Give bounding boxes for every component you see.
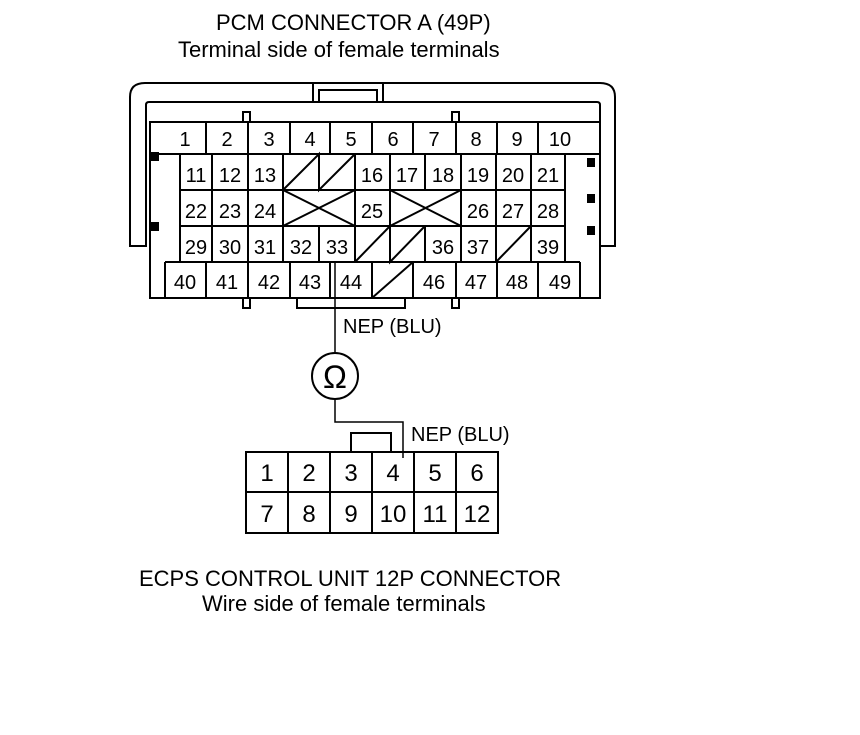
pcm-terminal: 8	[470, 129, 481, 151]
empty-cavity-34-35	[354, 223, 426, 265]
pcm-terminal-labels: 1 2 3 4 5 6 7 8 9 10 11 12 13 16 17 18 1…	[174, 129, 571, 294]
ecps-terminal: 9	[344, 501, 357, 528]
pcm-terminal: 28	[537, 201, 559, 223]
pcm-terminal: 49	[549, 272, 571, 294]
pcm-terminal: 33	[326, 237, 348, 259]
pcm-terminal: 3	[263, 129, 274, 151]
ecps-terminal: 4	[386, 460, 399, 487]
pcm-terminal: 37	[467, 237, 489, 259]
pcm-terminal: 46	[423, 272, 445, 294]
pcm-terminal: 23	[219, 201, 241, 223]
probe-wire	[334, 262, 404, 458]
pcm-terminal: 43	[299, 272, 321, 294]
pcm-terminal: 25	[361, 201, 383, 223]
ecps-terminal: 11	[423, 501, 448, 528]
pcm-bottom-tab	[296, 298, 406, 309]
pcm-terminal: 10	[549, 129, 571, 151]
ecps-terminal: 5	[428, 460, 441, 487]
ecps-terminal: 2	[302, 460, 315, 487]
pcm-terminal: 13	[254, 165, 276, 187]
pcm-terminal: 24	[254, 201, 276, 223]
empty-cavity-45	[371, 261, 414, 299]
pcm-terminal: 5	[345, 129, 356, 151]
wire-label-bottom: NEP (BLU)	[411, 424, 510, 446]
ecps-terminal: 3	[344, 460, 357, 487]
pcm-connector-title: PCM CONNECTOR A (49P)	[216, 10, 491, 35]
pcm-terminal: 36	[432, 237, 454, 259]
pcm-connector-subtitle: Terminal side of female terminals	[178, 37, 500, 62]
ecps-connector-subtitle: Wire side of female terminals	[202, 591, 486, 616]
ecps-terminal: 10	[380, 501, 407, 528]
pcm-terminal: 4	[304, 129, 315, 151]
pcm-terminal: 11	[186, 165, 207, 187]
empty-cavity-cross-b	[389, 189, 462, 227]
pcm-terminal: 41	[216, 272, 238, 294]
pcm-terminal: 48	[506, 272, 528, 294]
ecps-terminal-labels: 1 2 3 4 5 6 7 8 9 10 11 12	[260, 460, 490, 528]
pcm-terminal: 27	[502, 201, 524, 223]
ohm-symbol: Ω	[323, 359, 347, 395]
pcm-terminal: 6	[387, 129, 398, 151]
pcm-terminal: 29	[185, 237, 207, 259]
ohmmeter-symbol	[311, 352, 359, 400]
ecps-terminal: 12	[464, 501, 491, 528]
pcm-terminal: 39	[537, 237, 559, 259]
pcm-terminal: 18	[432, 165, 454, 187]
empty-cavity-38	[495, 225, 532, 263]
pcm-inner-housing	[149, 121, 601, 299]
pcm-terminal: 9	[511, 129, 522, 151]
pcm-terminal: 21	[537, 165, 559, 187]
pcm-terminal: 19	[467, 165, 489, 187]
pcm-terminal: 7	[428, 129, 439, 151]
pcm-terminal: 31	[254, 237, 276, 259]
pcm-terminal: 20	[502, 165, 524, 187]
ecps-terminal: 8	[302, 501, 315, 528]
pcm-terminal: 22	[185, 201, 207, 223]
pcm-terminal: 26	[467, 201, 489, 223]
pcm-terminal: 1	[179, 129, 190, 151]
pcm-terminal: 47	[465, 272, 487, 294]
ecps-terminal: 6	[470, 460, 483, 487]
wire-label-top: NEP (BLU)	[343, 316, 442, 338]
pcm-lock-tab	[312, 83, 384, 102]
pcm-terminal: 40	[174, 272, 196, 294]
pcm-terminal: 42	[258, 272, 280, 294]
pcm-terminal: 2	[221, 129, 232, 151]
empty-cavity-cross-a	[282, 189, 356, 227]
ecps-terminal: 1	[260, 460, 273, 487]
ecps-connector	[245, 432, 499, 534]
pcm-terminal: 44	[340, 272, 362, 294]
ecps-connector-title: ECPS CONTROL UNIT 12P CONNECTOR	[139, 566, 562, 591]
pcm-terminal: 17	[396, 165, 418, 187]
pcm-terminal: 16	[361, 165, 383, 187]
pcm-terminal: 12	[219, 165, 241, 187]
pcm-terminal: 32	[290, 237, 312, 259]
empty-cavity-14-15	[282, 151, 356, 193]
pcm-terminal: 30	[219, 237, 241, 259]
ecps-terminal: 7	[260, 501, 273, 528]
